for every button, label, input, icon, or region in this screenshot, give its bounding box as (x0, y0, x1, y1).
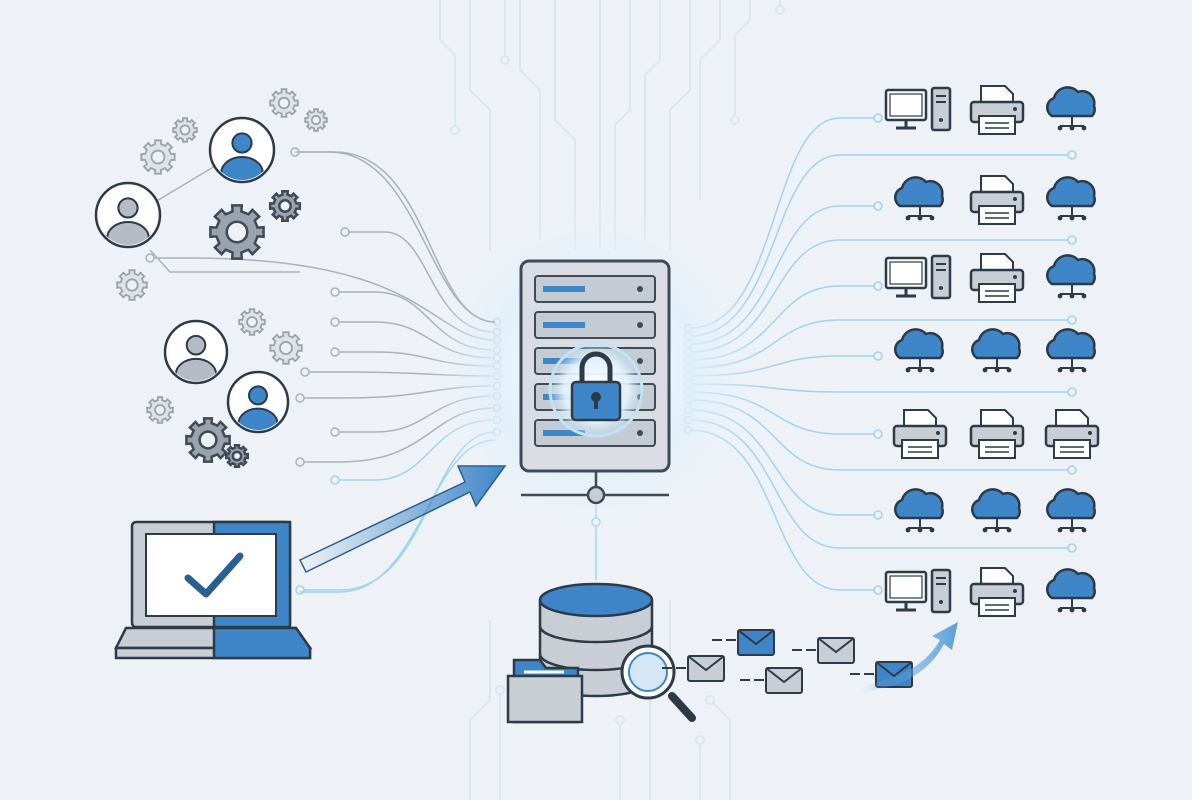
printer-icon (969, 409, 1025, 459)
device-row (884, 253, 1096, 303)
device-row (884, 85, 1096, 135)
envelope-icon (765, 667, 803, 694)
device-grid (884, 85, 1100, 617)
user-avatar-icon (208, 116, 276, 184)
mail-flow (662, 622, 958, 694)
gear-icon (304, 108, 328, 132)
cloud-network-icon (1045, 86, 1096, 131)
cloud-network-icon (893, 328, 944, 373)
device-row (892, 409, 1100, 459)
gear-icon (140, 139, 176, 175)
cloud-network-icon (893, 488, 944, 533)
desktop-computer-icon (884, 254, 952, 300)
upload-arrow (298, 465, 507, 573)
gear-icon (172, 117, 198, 143)
cloud-network-icon (1045, 254, 1096, 299)
cloud-network-icon (1045, 176, 1096, 221)
desktop-computer-icon (884, 568, 952, 614)
printer-icon (1044, 409, 1100, 459)
laptop-check-icon (113, 520, 313, 660)
cloud-network-icon (893, 176, 944, 221)
users-and-gears-cluster (94, 88, 496, 469)
padlock-icon (548, 342, 644, 438)
device-row (893, 175, 1096, 225)
gear-icon (209, 204, 265, 260)
printer-icon (892, 409, 948, 459)
device-row (893, 328, 1096, 373)
cloud-network-icon (970, 488, 1021, 533)
server-rack-icon (519, 259, 671, 505)
printer-icon (969, 253, 1025, 303)
background-circuit-traces (439, 0, 785, 800)
user-avatar-icon (163, 319, 229, 385)
server-drive-bay (534, 311, 656, 339)
cloud-network-icon (970, 328, 1021, 373)
gear-icon (269, 88, 299, 118)
gear-icon (116, 269, 148, 301)
device-row (884, 567, 1096, 617)
envelope-icon (817, 637, 855, 664)
printer-icon (969, 567, 1025, 617)
cloud-network-icon (1045, 488, 1096, 533)
desktop-computer-icon (884, 86, 952, 132)
user-avatar-icon (94, 181, 162, 249)
gear-icon (185, 417, 231, 463)
folder-icon (506, 658, 584, 724)
server-drive-bay (534, 275, 656, 303)
gear-icon (268, 189, 302, 223)
envelope-icon (737, 629, 775, 656)
envelope-icon (687, 655, 725, 682)
gear-icon (238, 308, 266, 336)
gear-icon (146, 396, 174, 424)
printer-icon (969, 175, 1025, 225)
device-row (893, 488, 1096, 533)
printer-icon (969, 85, 1025, 135)
database-group (506, 582, 696, 724)
cloud-network-icon (1045, 328, 1096, 373)
magnifier-icon (620, 644, 696, 722)
cloud-network-icon (1045, 568, 1096, 613)
user-avatar-icon (226, 370, 290, 434)
gear-icon (269, 331, 303, 365)
gear-icon (224, 443, 250, 469)
